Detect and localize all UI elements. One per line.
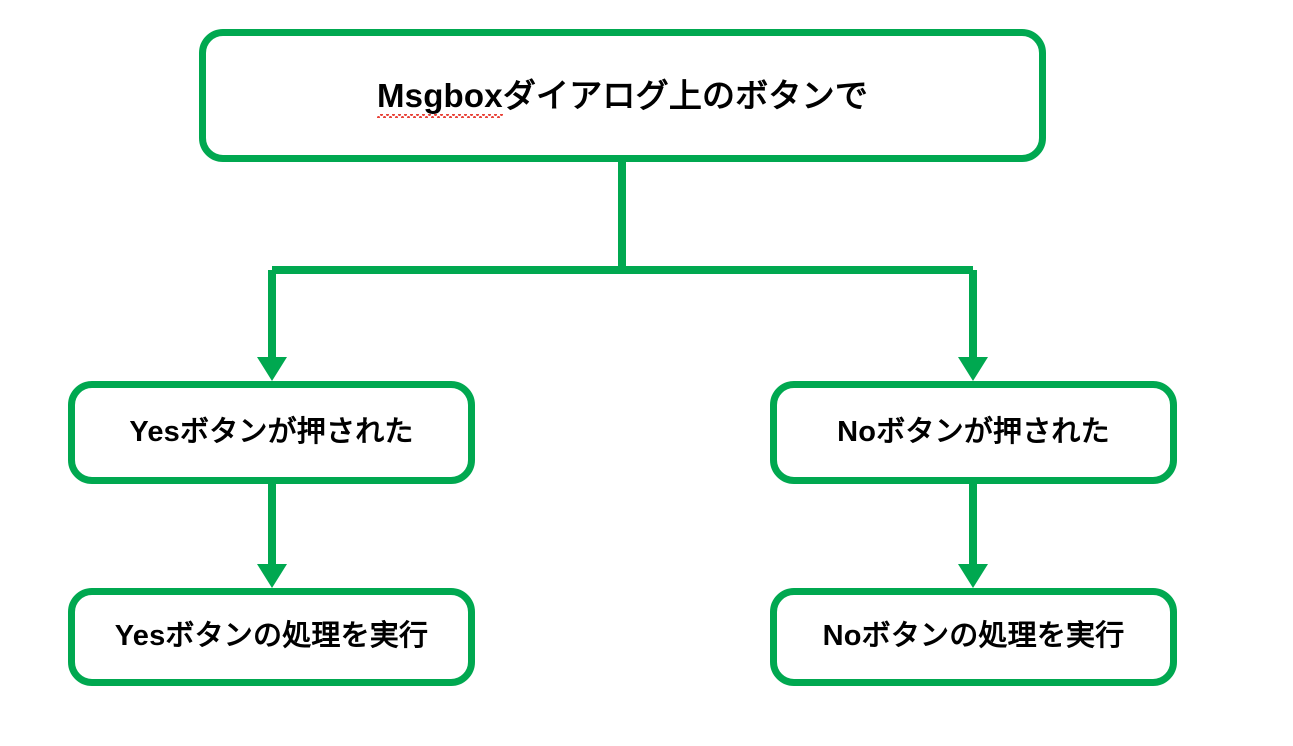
node-label-yes-action: Yesボタンの処理を実行: [114, 620, 429, 653]
node-no-button-action[interactable]: Noボタンの処理を実行: [770, 588, 1177, 686]
node-msgbox-dialog-button[interactable]: Msgboxダイアログ上のボタンで: [199, 29, 1046, 162]
arrowhead-no-pressed-to-no-action: [958, 564, 988, 588]
node-no-button-pressed[interactable]: Noボタンが押された: [770, 381, 1177, 484]
node-label-root-rest: ダイアログ上のボタンで: [502, 76, 869, 114]
node-label-no-pressed: Noボタンが押された: [837, 415, 1110, 448]
node-label-yes-pressed: Yesボタンが押された: [129, 415, 414, 448]
arrowhead-split-to-yes-pressed: [257, 357, 287, 381]
node-yes-button-pressed[interactable]: Yesボタンが押された: [68, 381, 475, 484]
node-label-no-action: Noボタンの処理を実行: [822, 620, 1125, 653]
node-yes-button-action[interactable]: Yesボタンの処理を実行: [68, 588, 475, 686]
arrowhead-yes-pressed-to-yes-action: [257, 564, 287, 588]
arrowhead-split-to-no-pressed: [958, 357, 988, 381]
node-label-root: Msgboxダイアログ上のボタンで: [376, 76, 869, 119]
misspelled-word-msgbox: Msgbox: [376, 76, 503, 119]
